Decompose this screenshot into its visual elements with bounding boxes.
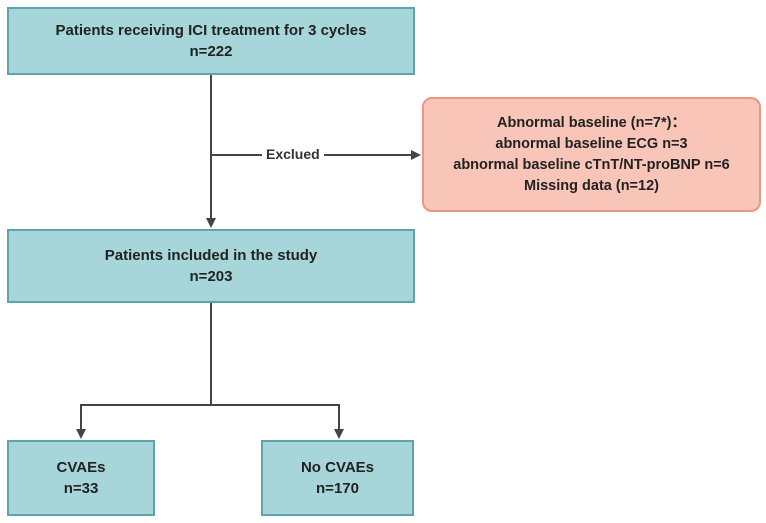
cvae-count: n=33 (63, 480, 99, 497)
no-cvae-count: n=170 (316, 480, 359, 497)
cvae-box: CVAEs n=33 (7, 440, 155, 516)
enrolled-title: Patients receiving ICI treatment for 3 c… (55, 22, 367, 39)
included-count: n=203 (189, 268, 233, 285)
no-cvae-title: No CVAEs (300, 459, 375, 476)
no-cvae-box: No CVAEs n=170 (261, 440, 414, 516)
included-title: Patients included in the study (104, 247, 318, 264)
cvae-title: CVAEs (56, 459, 106, 476)
exclusion-line-ctnt: abnormal baseline cTnT/NT-proBNP n=6 (453, 156, 730, 173)
exclude-label: Exclued (262, 144, 324, 164)
exclusion-title: Abnormal baseline (n=7*)： (497, 114, 686, 131)
enrolled-box: Patients receiving ICI treatment for 3 c… (7, 7, 415, 75)
included-box: Patients included in the study n=203 (7, 229, 415, 303)
enrolled-count: n=222 (189, 43, 233, 60)
exclusion-box: Abnormal baseline (n=7*)： abnormal basel… (422, 97, 761, 212)
exclusion-line-ecg: abnormal baseline ECG n=3 (495, 135, 688, 152)
exclusion-line-missing: Missing data (n=12) (524, 177, 659, 194)
